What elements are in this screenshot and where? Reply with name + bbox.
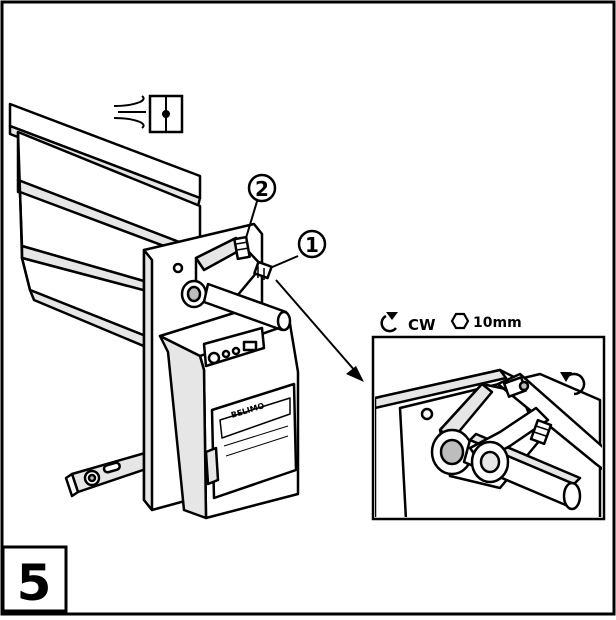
hex-size-indicator: 10mm — [450, 312, 522, 331]
step-number-box: 5 — [1, 545, 68, 613]
airflow-damper-icon — [113, 94, 184, 134]
clockwise-arrow-icon — [380, 314, 397, 333]
callout-1-leader — [269, 255, 299, 269]
callout-2-leader — [245, 197, 259, 239]
rotation-indicator: CW — [380, 312, 436, 334]
callout-2-label: 2 — [255, 177, 269, 201]
step-number: 5 — [17, 554, 52, 612]
callout-2-circle — [247, 173, 277, 203]
callout-1-circle — [297, 229, 327, 259]
rotation-label: CW — [408, 316, 436, 334]
actuator-body — [158, 306, 300, 520]
hex-size-label: 10mm — [473, 315, 522, 331]
detail-pointer-arrow — [275, 279, 364, 382]
callout-1-label: 1 — [305, 233, 319, 257]
hex-nut-icon — [450, 312, 470, 330]
detail-inset — [371, 335, 606, 521]
shaft-clamp — [180, 235, 292, 332]
